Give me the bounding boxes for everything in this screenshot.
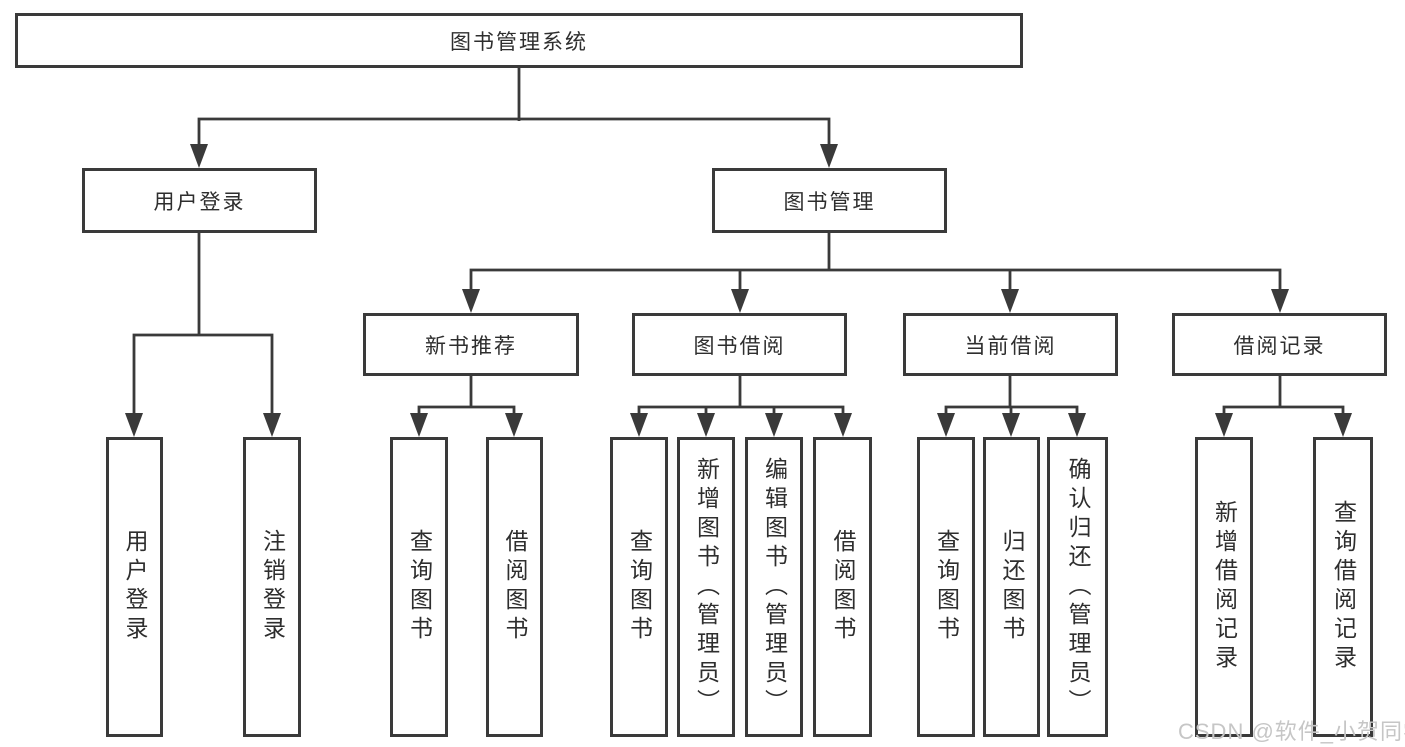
node-user-login: 用户登录 xyxy=(82,168,317,233)
node-current-borrowing: 当前借阅 xyxy=(903,313,1118,376)
leaf-label: 查询图书 xyxy=(406,529,433,645)
leaf-label: 查询图书 xyxy=(626,529,653,645)
node-label: 当前借阅 xyxy=(964,334,1057,358)
leaf-label: 借阅图书 xyxy=(830,529,856,645)
connector-arrowheads xyxy=(125,144,1352,437)
leaf-label: 用户登录 xyxy=(122,529,148,645)
connector-lines xyxy=(132,68,1345,417)
node-borrowing-records: 借阅记录 xyxy=(1172,313,1387,376)
leaf-borrow-books-recommend: 借阅图书 xyxy=(486,437,543,737)
leaf-label: 借阅图书 xyxy=(502,529,528,645)
leaf-label: 查询图书 xyxy=(933,529,960,645)
leaf-label: 归还图书 xyxy=(999,529,1025,645)
node-library-system: 图书管理系统 xyxy=(15,13,1023,68)
leaf-borrow-books-borrowing: 借阅图书 xyxy=(813,437,872,737)
node-label: 用户登录 xyxy=(153,190,246,214)
leaf-label: 注销登录 xyxy=(259,529,286,645)
leaf-logout: 注销登录 xyxy=(243,437,301,737)
leaf-query-books-borrowing: 查询图书 xyxy=(610,437,668,737)
node-book-borrowing: 图书借阅 xyxy=(632,313,847,376)
node-new-book-recommend: 新书推荐 xyxy=(363,313,579,376)
node-label: 图书管理系统 xyxy=(450,30,588,54)
leaf-user-login: 用户登录 xyxy=(106,437,163,737)
leaf-add-borrow-record: 新增借阅记录 xyxy=(1195,437,1253,737)
leaf-label: 查询借阅记录 xyxy=(1330,500,1357,674)
leaf-query-books-recommend: 查询图书 xyxy=(390,437,448,737)
leaf-query-borrow-record: 查询借阅记录 xyxy=(1313,437,1373,737)
leaf-return-books: 归还图书 xyxy=(983,437,1040,737)
leaf-query-books-current: 查询图书 xyxy=(917,437,975,737)
node-label: 借阅记录 xyxy=(1233,334,1326,358)
leaf-label: 新增图书（管理员） xyxy=(693,456,720,718)
leaf-label: 编辑图书（管理员） xyxy=(761,456,788,718)
node-label: 新书推荐 xyxy=(425,334,517,358)
leaf-label: 确认归还（管理员） xyxy=(1065,456,1091,718)
csdn-watermark: CSDN @软件_小贺同学 xyxy=(1178,719,1405,744)
leaf-label: 新增借阅记录 xyxy=(1211,500,1238,674)
leaf-edit-book-admin: 编辑图书（管理员） xyxy=(745,437,803,737)
node-book-management: 图书管理 xyxy=(712,168,947,233)
leaf-confirm-return-admin: 确认归还（管理员） xyxy=(1047,437,1108,737)
leaf-add-book-admin: 新增图书（管理员） xyxy=(677,437,735,737)
node-label: 图书管理 xyxy=(783,190,876,214)
node-label: 图书借阅 xyxy=(693,334,786,358)
